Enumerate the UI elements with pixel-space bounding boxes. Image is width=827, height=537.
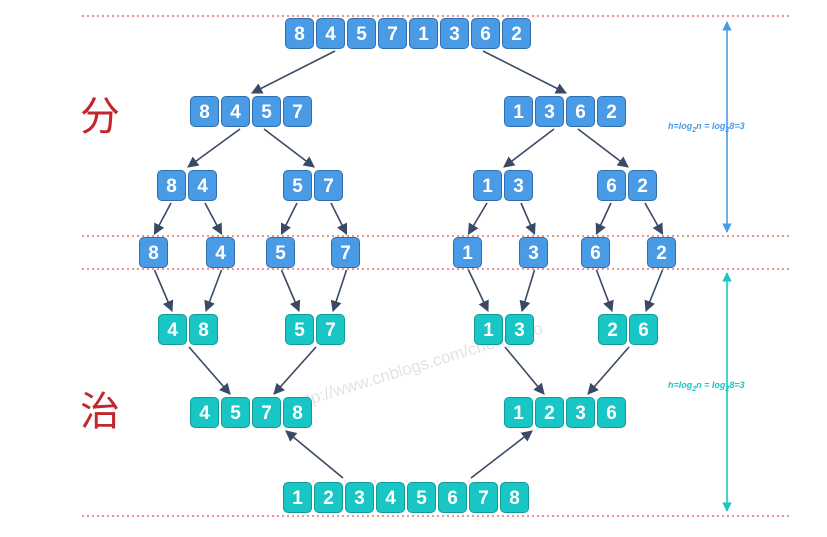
merge-arrow xyxy=(467,269,489,313)
divide-height-label: h=log2n = log28=3 xyxy=(668,121,745,134)
dcell: 2 xyxy=(647,237,676,268)
merge-arrow xyxy=(204,269,223,313)
divide-arrow xyxy=(153,202,172,235)
ccell: 6 xyxy=(597,397,626,428)
ccell: 7 xyxy=(252,397,281,428)
dcell: 7 xyxy=(378,18,407,49)
dcell: 5 xyxy=(283,170,312,201)
divide-arrow xyxy=(482,50,567,94)
dcell: 6 xyxy=(471,18,500,49)
ccell: 7 xyxy=(469,482,498,513)
divide-arrow xyxy=(503,128,555,168)
dcell: 8 xyxy=(190,96,219,127)
merge-arrow xyxy=(504,346,545,395)
divide-phase-label: 分 xyxy=(80,94,120,140)
dcell: 6 xyxy=(597,170,626,201)
ccell: 2 xyxy=(535,397,564,428)
ccell: 4 xyxy=(158,314,187,345)
ccell: 1 xyxy=(504,397,533,428)
merge-arrow xyxy=(519,269,536,313)
ccell: 5 xyxy=(221,397,250,428)
dcell: 4 xyxy=(316,18,345,49)
divide-arrow xyxy=(251,50,336,94)
divide-arrow xyxy=(204,202,223,235)
dcell: 3 xyxy=(504,170,533,201)
conquer-phase-label: 治 xyxy=(80,389,120,435)
merge-arrow xyxy=(280,269,301,313)
merge-arrow xyxy=(188,346,231,395)
ccell: 3 xyxy=(505,314,534,345)
dcell: 4 xyxy=(206,237,235,268)
dcell: 1 xyxy=(473,170,502,201)
dcell: 3 xyxy=(519,237,548,268)
conquer-height-label: h=log2n = log28=3 xyxy=(668,380,745,393)
divide-arrow xyxy=(263,128,315,168)
dcell: 5 xyxy=(252,96,281,127)
merge-arrow xyxy=(644,269,664,313)
ccell: 2 xyxy=(314,482,343,513)
ccell: 6 xyxy=(438,482,467,513)
dcell: 8 xyxy=(157,170,186,201)
ccell: 8 xyxy=(283,397,312,428)
dcell: 2 xyxy=(502,18,531,49)
ccell: 3 xyxy=(345,482,374,513)
dcell: 1 xyxy=(453,237,482,268)
dcell: 1 xyxy=(409,18,438,49)
dcell: 6 xyxy=(566,96,595,127)
divide-arrow xyxy=(187,128,241,168)
merge-arrow xyxy=(153,269,174,313)
dcell: 6 xyxy=(581,237,610,268)
divide-arrow xyxy=(520,202,536,236)
dcell: 3 xyxy=(440,18,469,49)
dcell: 5 xyxy=(347,18,376,49)
merge-arrow xyxy=(330,269,348,313)
ccell: 8 xyxy=(189,314,218,345)
merge-arrow xyxy=(285,430,344,479)
dcell: 7 xyxy=(314,170,343,201)
ccell: 5 xyxy=(407,482,436,513)
merge-arrow xyxy=(595,269,614,313)
divide-arrow xyxy=(467,202,488,235)
dcell: 1 xyxy=(504,96,533,127)
ccell: 5 xyxy=(285,314,314,345)
dcell: 2 xyxy=(628,170,657,201)
divide-arrow xyxy=(644,202,664,235)
merge-arrow xyxy=(587,346,630,395)
divide-arrow xyxy=(577,128,629,168)
dcell: 2 xyxy=(597,96,626,127)
dcell: 4 xyxy=(188,170,217,201)
ccell: 6 xyxy=(629,314,658,345)
ccell: 1 xyxy=(474,314,503,345)
divide-arrow xyxy=(595,202,612,236)
merge-arrow xyxy=(470,430,533,479)
divide-arrow xyxy=(330,202,348,236)
ccell: 7 xyxy=(316,314,345,345)
dcell: 4 xyxy=(221,96,250,127)
dcell: 8 xyxy=(139,237,168,268)
ccell: 8 xyxy=(500,482,529,513)
dcell: 7 xyxy=(283,96,312,127)
ccell: 4 xyxy=(376,482,405,513)
dcell: 8 xyxy=(285,18,314,49)
ccell: 4 xyxy=(190,397,219,428)
dcell: 5 xyxy=(266,237,295,268)
merge-arrow xyxy=(273,346,317,395)
divide-arrow xyxy=(280,202,298,236)
ccell: 3 xyxy=(566,397,595,428)
ccell: 2 xyxy=(598,314,627,345)
dcell: 3 xyxy=(535,96,564,127)
ccell: 1 xyxy=(283,482,312,513)
dcell: 7 xyxy=(331,237,360,268)
